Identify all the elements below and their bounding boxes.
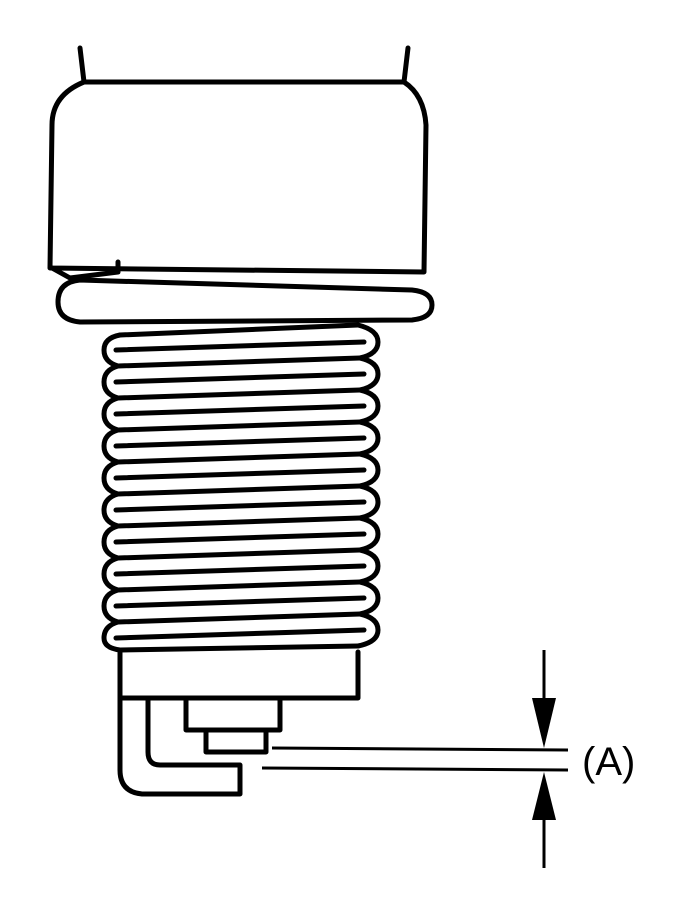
gap-extension-line-top [271, 746, 569, 752]
ground-electrode [117, 687, 243, 797]
sealing-washer [55, 277, 435, 325]
gap-extension-line-bottom [261, 766, 569, 772]
hex-notch [49, 259, 121, 281]
insulator-tip [183, 695, 283, 733]
hex-body [47, 79, 429, 275]
shell-nose [117, 647, 361, 701]
threaded-shell [101, 322, 381, 653]
center-electrode [203, 727, 269, 755]
gap-dimension-arrows [532, 650, 556, 868]
gap-label: (A) [582, 740, 635, 784]
insulator-stub [77, 45, 411, 85]
